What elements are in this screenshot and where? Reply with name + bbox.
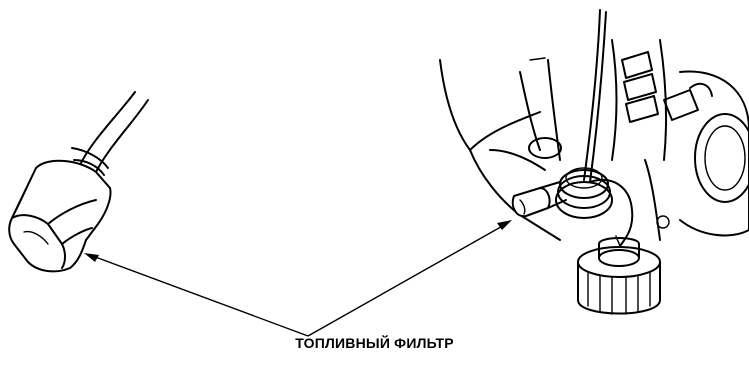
tank-cap — [578, 238, 660, 314]
cooling-fins — [622, 52, 658, 122]
leader-lines — [84, 220, 512, 336]
arrowhead-left — [84, 253, 99, 262]
hook-wire — [584, 10, 600, 180]
starter-cover — [695, 114, 749, 202]
fuel-filter-in-tank — [513, 182, 566, 216]
engine-tank-detail — [440, 10, 749, 314]
fuel-filter-label: ТОПЛИВНЫЙ ФИЛЬТР — [295, 335, 454, 351]
fuel-filter-detail — [9, 92, 148, 271]
arrow-to-left-filter — [90, 255, 308, 336]
starter-housing — [680, 72, 749, 236]
fuel-filter-label-wrap: ТОПЛИВНЫЙ ФИЛЬТР — [0, 335, 749, 351]
tank-neck — [556, 168, 612, 218]
arrow-to-right-filter — [308, 224, 506, 336]
